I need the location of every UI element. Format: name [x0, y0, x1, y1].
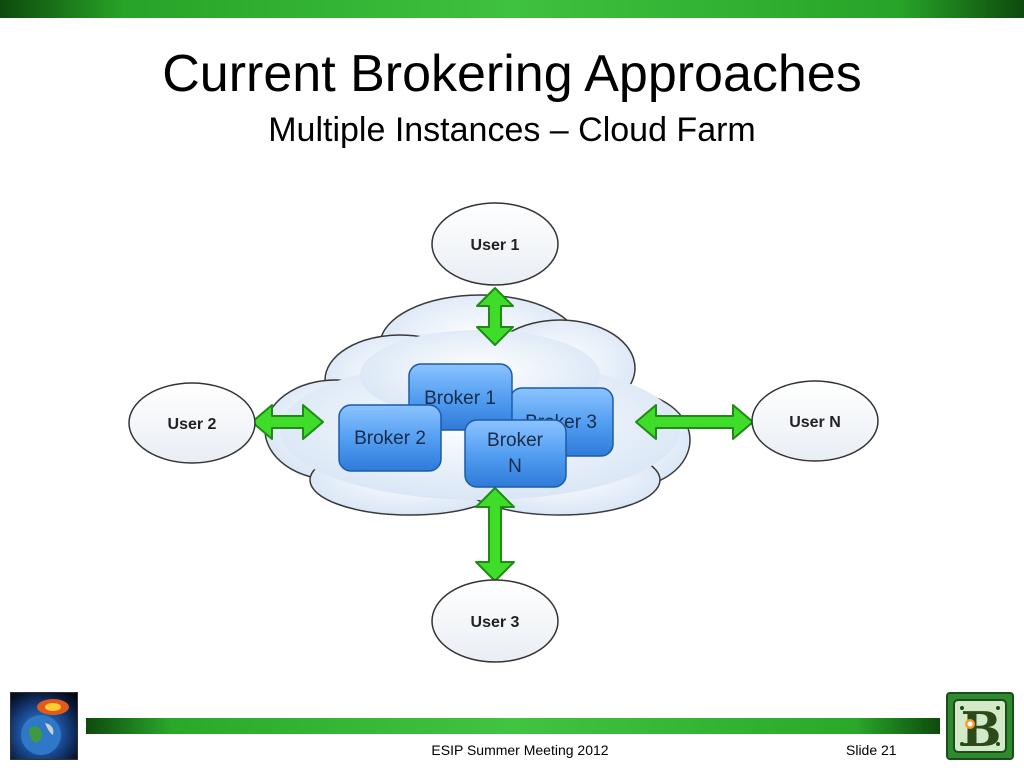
broker-2-box: Broker 2 — [338, 404, 442, 472]
broker-n-label-line1: Broker — [487, 430, 544, 451]
user-2-node: User 2 — [128, 382, 256, 464]
slide-title: Current Brokering Approaches — [162, 45, 862, 103]
user-2-label: User 2 — [168, 416, 217, 433]
top-decor-bar — [0, 0, 1024, 18]
broker-n-box: Broker N — [464, 419, 567, 488]
slide-subtitle: Multiple Instances – Cloud Farm — [268, 111, 756, 149]
user-n-node: User N — [751, 380, 879, 462]
svg-text:B: B — [961, 702, 1002, 758]
bottom-decor-bar — [86, 718, 940, 734]
arrow-user3-cloud — [475, 487, 515, 582]
user-3-label: User 3 — [471, 614, 520, 631]
user-3-node: User 3 — [431, 579, 559, 663]
user-1-node: User 1 — [431, 202, 559, 286]
b-logo-icon: B — [946, 692, 1014, 760]
user-1-label: User 1 — [471, 237, 520, 254]
broker-2-label: Broker 2 — [354, 428, 426, 449]
user-n-label: User N — [789, 414, 841, 431]
footer-meeting: ESIP Summer Meeting 2012 — [431, 742, 609, 758]
arrow-user1-cloud — [476, 287, 514, 346]
footer-slide-number: Slide 21 — [846, 742, 897, 758]
arrow-usern-cloud — [635, 404, 754, 440]
earth-logo-icon — [10, 692, 78, 760]
arrow-user2-cloud — [251, 404, 324, 440]
broker-n-label-line2: N — [508, 456, 522, 477]
broker-1-label: Broker 1 — [424, 388, 496, 409]
